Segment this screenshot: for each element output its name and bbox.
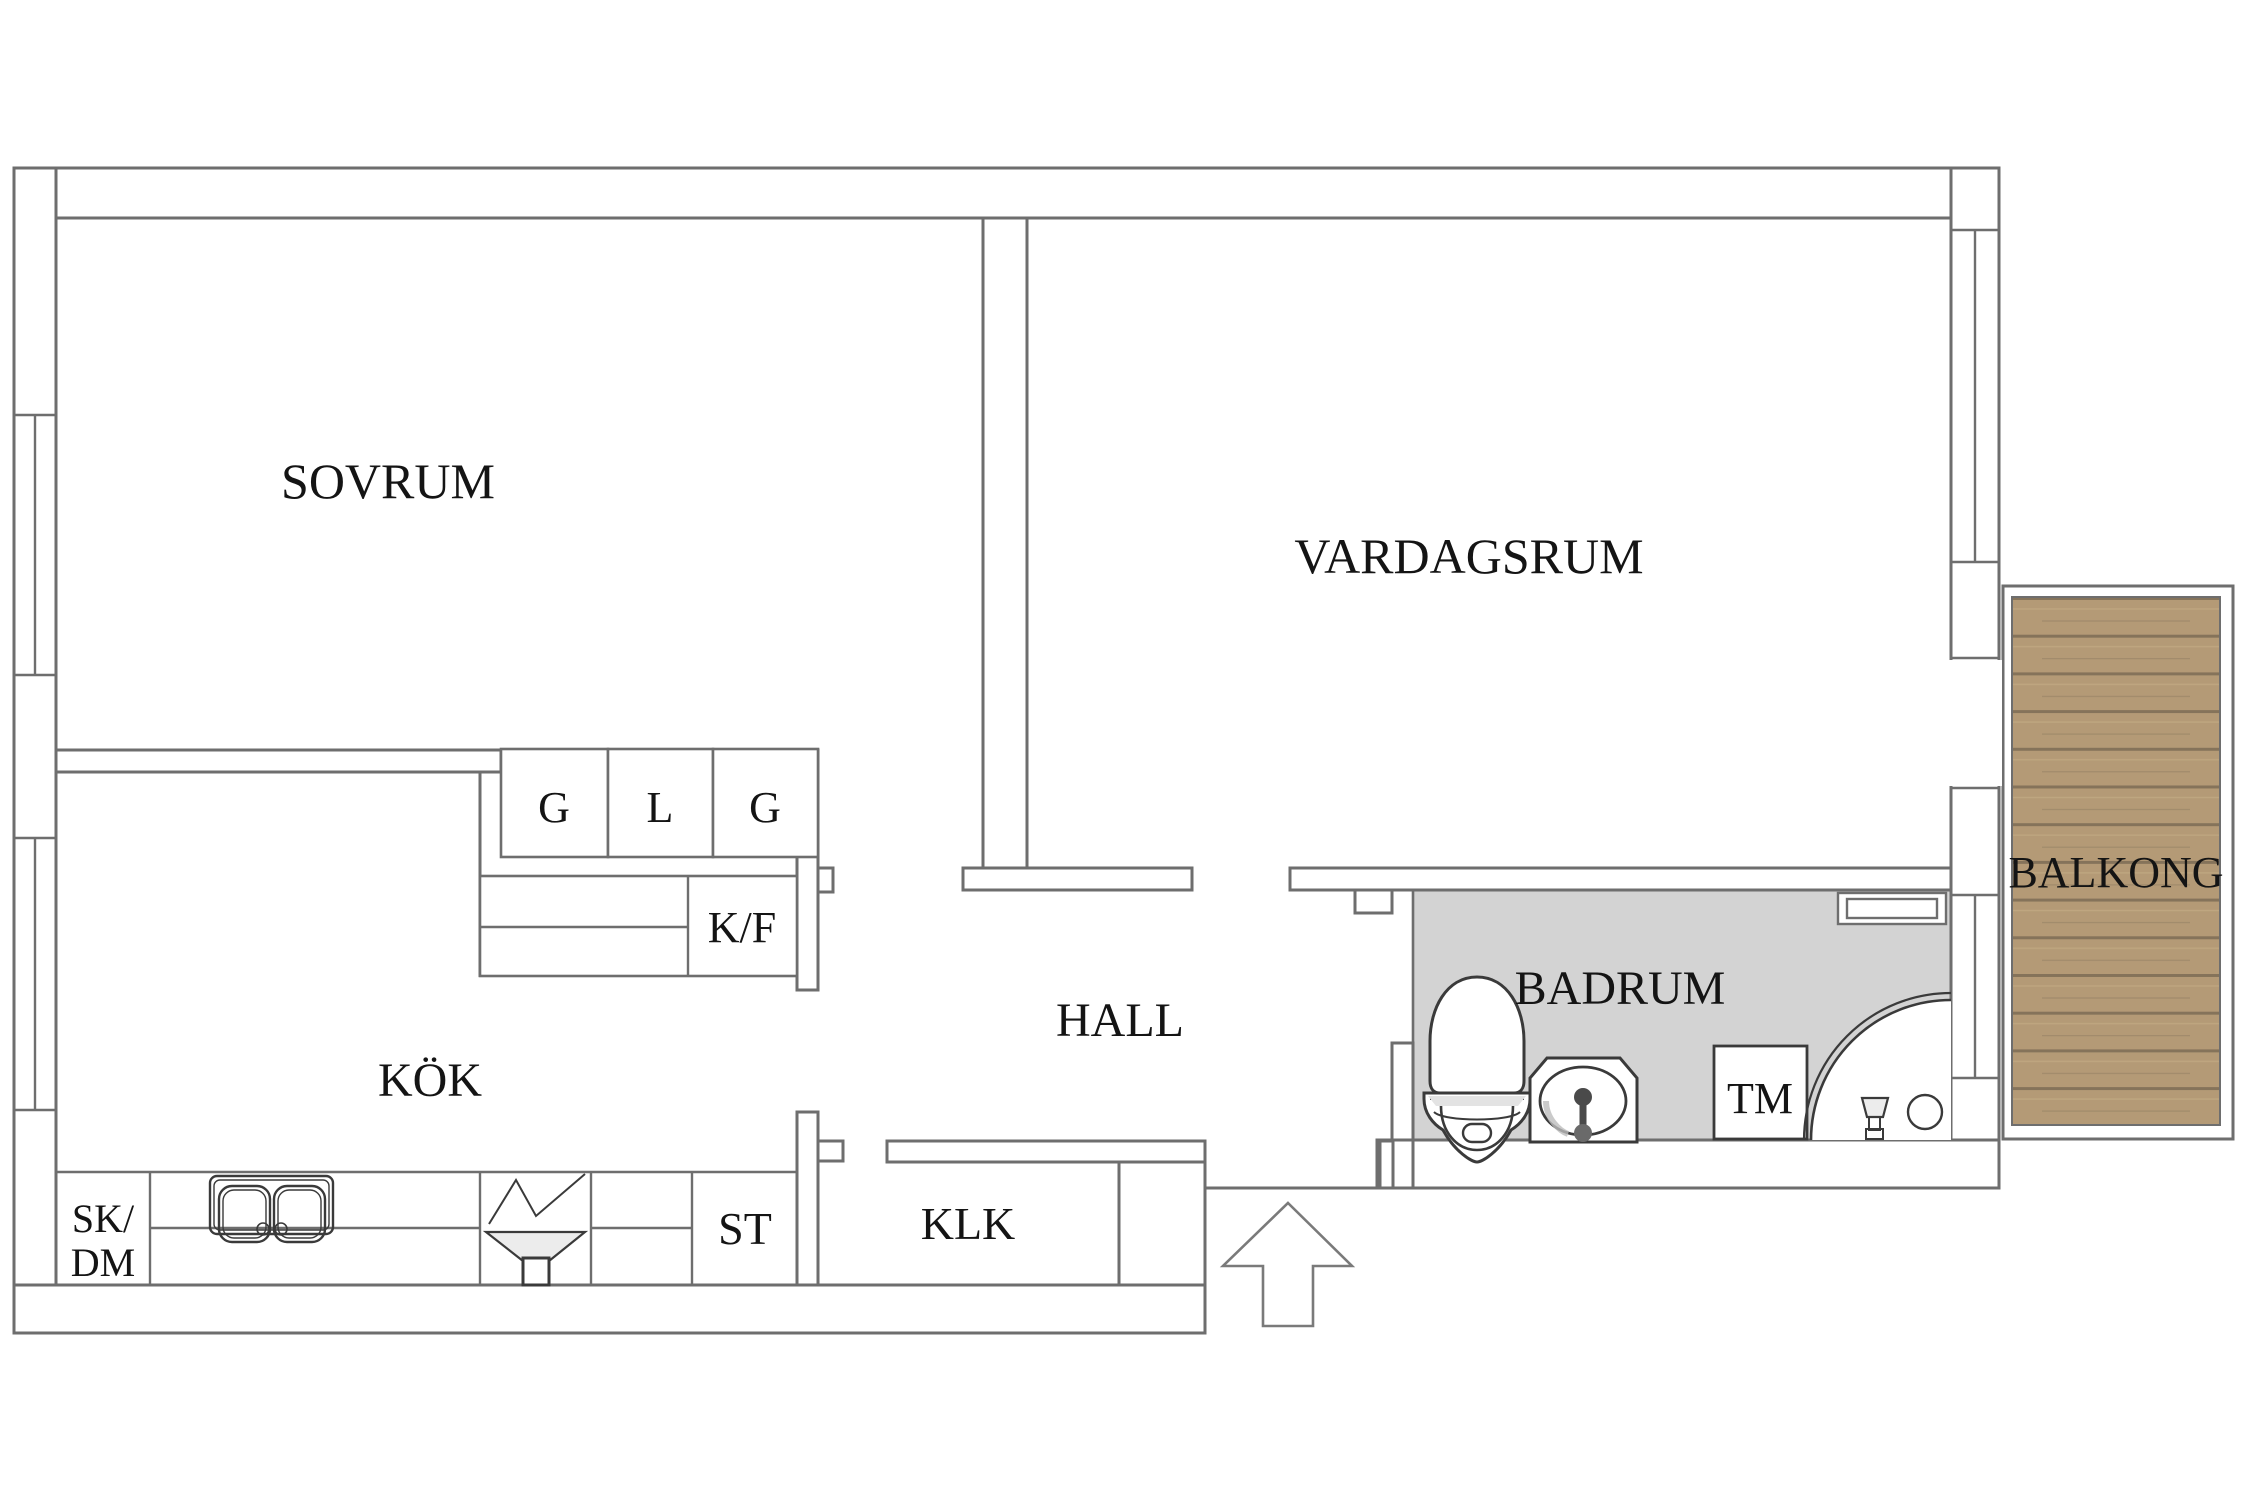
wardrobe-2-box [711, 747, 820, 859]
room-label-balkong: BALKONG [2008, 848, 2223, 897]
stove-icon [482, 1173, 589, 1287]
wall-top [12, 166, 2001, 220]
window-kok-left [14, 836, 56, 1112]
wall-klk-north [885, 1139, 1207, 1164]
wardrobe-2-label: G [749, 783, 781, 832]
washing-machine: TM [1712, 1044, 1809, 1141]
balcony-wood-deck [2011, 596, 2221, 1126]
interior-walls [54, 216, 1953, 1287]
window-sovrum-left [14, 413, 56, 677]
wall-badrum-north [1288, 866, 1953, 892]
kok-south-counter: SK/ DM ST [56, 1170, 797, 1287]
room-label-sovrum: SOVRUM [281, 453, 495, 509]
kok-upper-counter: K/F [478, 874, 799, 978]
window-vardagsrum-right [1951, 228, 1999, 564]
sovrum-wardrobes: G L G [499, 747, 820, 859]
room-label-klk: KLK [921, 1198, 1016, 1249]
wall-badrum-west [1390, 1041, 1415, 1142]
entrance-arrow-icon [1219, 1201, 1356, 1328]
room-labels: SOVRUM VARDAGSRUM KÖK HALL BADRUM KLK BA… [281, 453, 2224, 1249]
fridge-freezer-label: K/F [708, 903, 776, 952]
door-jamb-badrum [1353, 888, 1394, 915]
cleaning-closet-label-1: SK/ [72, 1196, 135, 1241]
wall-sovrum-south [54, 748, 503, 774]
balcony-door-opening [1948, 656, 2002, 790]
wall-divider-sovrum-vardagsrum [981, 216, 1029, 870]
room-label-hall: HALL [1056, 994, 1184, 1047]
door-jamb-kok [816, 866, 835, 894]
door-jamb-klk [816, 1139, 845, 1163]
toilet-icon [1422, 975, 1532, 1164]
badrum-niche [1836, 891, 1948, 926]
cleaning-closet-label-2: DM [71, 1240, 135, 1285]
wall-entry-step [1378, 1139, 1395, 1190]
storage-label: ST [718, 1203, 772, 1254]
wall-klk-east-block [1117, 1160, 1207, 1287]
wall-hall-west-lower [795, 1110, 820, 1287]
wall-bottom [12, 1283, 1207, 1335]
room-label-kok: KÖK [378, 1054, 482, 1107]
shower-icon [1802, 991, 1952, 1141]
kitchen-sink-icon [208, 1174, 335, 1244]
badrum-fixtures: TM [1422, 891, 1952, 1164]
window-badrum-right [1951, 893, 1999, 1080]
wall-hall-north-foot [961, 866, 1194, 892]
balcony [2001, 584, 2235, 1141]
linen-closet-label: L [647, 783, 674, 832]
room-label-badrum: BADRUM [1515, 962, 1726, 1015]
wall-left [12, 166, 58, 1335]
room-label-vardagsrum: VARDAGSRUM [1294, 528, 1643, 584]
washing-machine-label: TM [1727, 1074, 1793, 1123]
wardrobe-1-label: G [538, 783, 570, 832]
bathroom-sink-icon [1528, 1056, 1639, 1144]
wardrobe-1-box [499, 747, 610, 859]
